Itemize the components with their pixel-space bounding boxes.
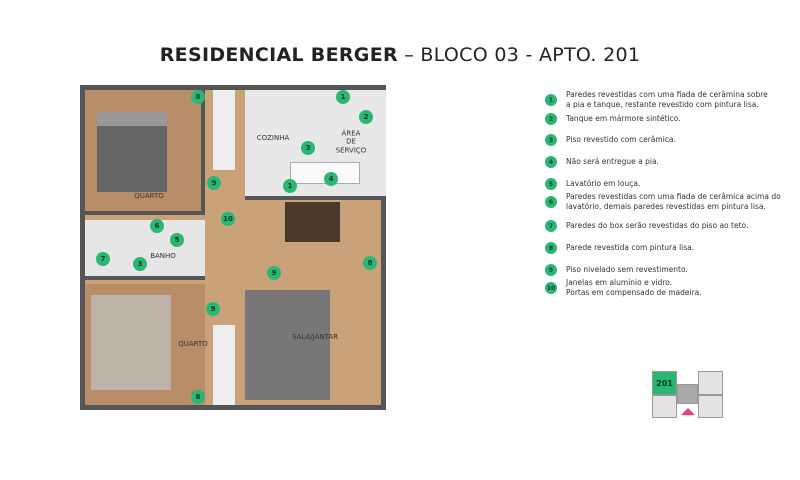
legend-number: 8: [545, 242, 557, 254]
legend-text: Piso nivelado sem revestimento.: [566, 264, 688, 274]
marker: 2: [359, 110, 373, 124]
marker: 9: [207, 176, 221, 190]
legend-number: 10: [545, 282, 557, 295]
marker: 10: [221, 212, 235, 226]
legend-number: 3: [545, 134, 557, 146]
legend-item: 4 Não será entregue a pia.: [545, 156, 659, 168]
legend-number: 7: [545, 220, 557, 232]
bed-2: [91, 295, 171, 390]
legend-item: 1 Paredes revestidas com uma fiada de cer…: [545, 90, 768, 110]
legend-text: Paredes do box serão revestidas do piso …: [566, 220, 749, 230]
corridor: [677, 384, 698, 404]
room-label-sala-jantar: SALA/JANTAR: [292, 332, 338, 341]
room-label-quarto: QUARTO: [134, 191, 164, 200]
unit-block: [652, 395, 677, 418]
legend-text: Paredes revestidas com uma fiada de cerâ…: [566, 90, 768, 110]
dining-table: [285, 202, 340, 242]
marker: 3: [301, 141, 315, 155]
legend-item: 10 Janelas em alumínio e vidro. Portas em…: [545, 278, 702, 298]
marker: 8: [191, 90, 205, 104]
legend-number: 9: [545, 264, 557, 276]
legend-text: Piso revestido com cerâmica.: [566, 134, 676, 144]
unit-201: 201: [652, 371, 677, 395]
bed-1: [97, 112, 167, 192]
legend-number: 1: [545, 94, 557, 107]
marker: 1: [336, 90, 350, 104]
marker: 8: [191, 390, 205, 404]
floor-plan: COZINHA ÁREA DE SERVIÇO QUARTO BANHO QUA…: [80, 85, 386, 410]
marker: 7: [96, 252, 110, 266]
legend-text: Parede revestida com pintura lisa.: [566, 242, 695, 252]
legend-text: Paredes revestidas com uma fiada de cerâ…: [566, 192, 781, 212]
sofa: [245, 290, 330, 400]
marker: 8: [363, 256, 377, 270]
legend-text: Janelas em alumínio e vidro. Portas em c…: [566, 278, 702, 298]
legend-item: 5 Lavatório em louça.: [545, 178, 640, 190]
legend-item: 8 Parede revestida com pintura lisa.: [545, 242, 694, 254]
legend-item: 6 Paredes revestidas com uma fiada de cer…: [545, 192, 781, 212]
marker: 1: [283, 179, 297, 193]
legend-number: 2: [545, 113, 557, 125]
legend-number: 6: [545, 196, 557, 209]
legend-item: 3 Piso revestido com cerâmica.: [545, 134, 676, 146]
room-label-area-servico: ÁREA DE SERVIÇO: [335, 129, 367, 155]
legend-item: 7 Paredes do box serão revestidas do piso…: [545, 220, 748, 232]
page-title: RESIDENCIAL BERGER – BLOCO 03 - APTO. 20…: [159, 44, 641, 66]
legend-number: 4: [545, 156, 557, 168]
room-label-cozinha: COZINHA: [256, 133, 290, 142]
hallway-shelf: [213, 325, 235, 405]
legend-text: Não será entregue a pia.: [566, 156, 659, 166]
marker: 5: [170, 233, 184, 247]
legend-text: Tanque em mármore sintético.: [566, 113, 681, 123]
legend-number: 5: [545, 178, 557, 190]
legend-item: 9 Piso nivelado sem revestimento.: [545, 264, 688, 276]
bathroom: [85, 220, 205, 280]
entrance-arrow-icon: [681, 408, 695, 415]
marker: 9: [206, 302, 220, 316]
room-label-banho: BANHO: [150, 251, 176, 260]
marker: 6: [150, 219, 164, 233]
marker: 9: [267, 266, 281, 280]
legend-item: 2 Tanque em mármore sintético.: [545, 113, 680, 125]
hallway-shelf: [213, 90, 235, 170]
unit-block: [698, 395, 723, 418]
marker: 4: [324, 172, 338, 186]
legend-text: Lavatório em louça.: [566, 178, 641, 188]
unit-block: [698, 371, 723, 395]
marker: 3: [133, 257, 147, 271]
room-label-quarto: QUARTO: [178, 339, 208, 348]
